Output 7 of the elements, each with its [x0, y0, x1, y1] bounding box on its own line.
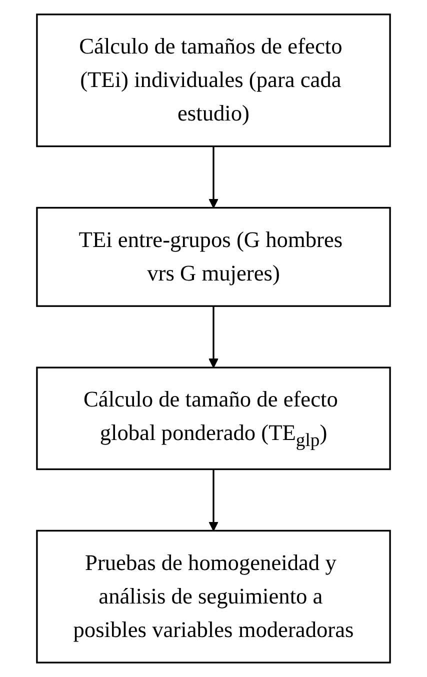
node-box: Pruebas de homogeneidad y análisis de seguimiento a posibles variables moderadoras — [36, 530, 391, 664]
node-box: TEi entre-grupos (G hombres vrs G mujeres) — [36, 206, 391, 307]
node-box: Cálculo de tamaño de efecto global ponderado (TE$_{glp}$) — [36, 366, 391, 470]
arrow — [208, 469, 218, 532]
arrow — [208, 146, 218, 208]
arrow — [208, 306, 218, 368]
node-box: Cálculo de tamaños de efecto (TEi) individuales (para cada estudio) — [36, 14, 391, 148]
